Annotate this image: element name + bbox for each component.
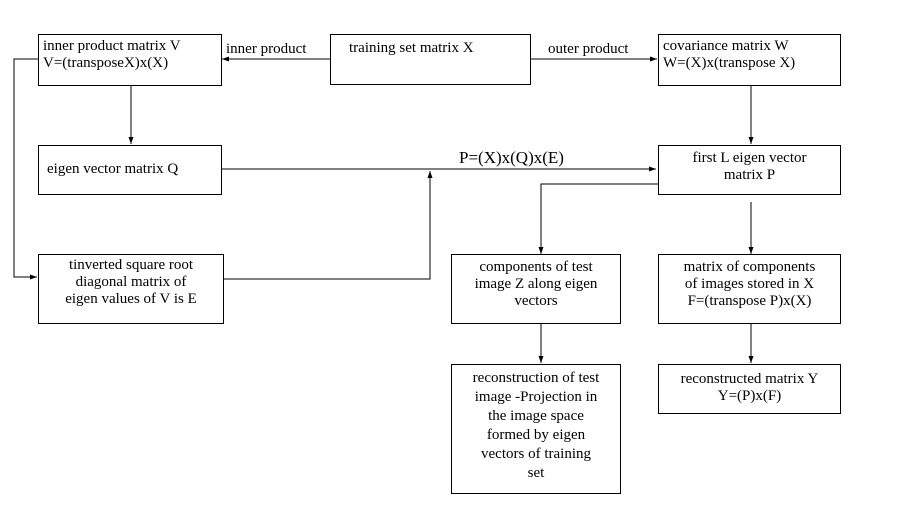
edge-inverted-to-p-formula [224,171,433,280]
edge-label-outer-product: outer product [548,41,629,57]
node-text-line: W=(X)x(transpose X) [663,55,796,71]
node-text-line: eigen vector matrix Q [47,161,179,177]
node-text-line: formed by eigen [486,427,586,443]
node-text-line: set [527,465,545,481]
node-text-line: matrix P [723,167,776,183]
node-text-line: reconstruction of test [472,370,600,386]
node-text-line: the image space [488,408,584,424]
node-eigen-vector-matrix: eigen vector matrix Q [38,145,222,195]
node-text-line: eigen values of V is E [65,291,197,307]
node-text-line: inner product matrix V [43,38,181,54]
node-text-line: matrix of components [683,259,816,275]
edge-firstl-to-testcomp [538,183,658,254]
node-text-line: image -Projection in [474,389,598,405]
node-text-line: V=(transposeX)x(X) [43,55,169,71]
node-text-line: components of test [479,259,593,275]
node-text-line: vectors [514,293,558,309]
node-reconstruction-test: reconstruction of test image -Projection … [451,364,621,494]
edge-label-inner-product: inner product [226,41,307,57]
node-text-line: vectors of training [481,446,591,462]
node-text-line: first L eigen vector [692,150,807,166]
node-text-line: Y=(P)x(F) [717,388,782,404]
node-text-line: reconstructed matrix Y [680,371,819,387]
node-text-line: image Z along eigen [474,276,598,292]
node-training-set: training set matrix X [330,34,531,85]
node-text-line: covariance matrix W [663,38,789,54]
node-text-line: F=(transpose P)x(X) [687,293,812,309]
node-text-line: of images stored in X [684,276,815,292]
node-text-line: tinverted square root [68,257,194,273]
edge-inner-to-inverted [13,58,38,280]
node-text-line: diagonal matrix of [75,274,187,290]
edge-label-p-formula: P=(X)x(Q)x(E) [459,148,564,167]
node-text-line: training set matrix X [349,40,474,56]
